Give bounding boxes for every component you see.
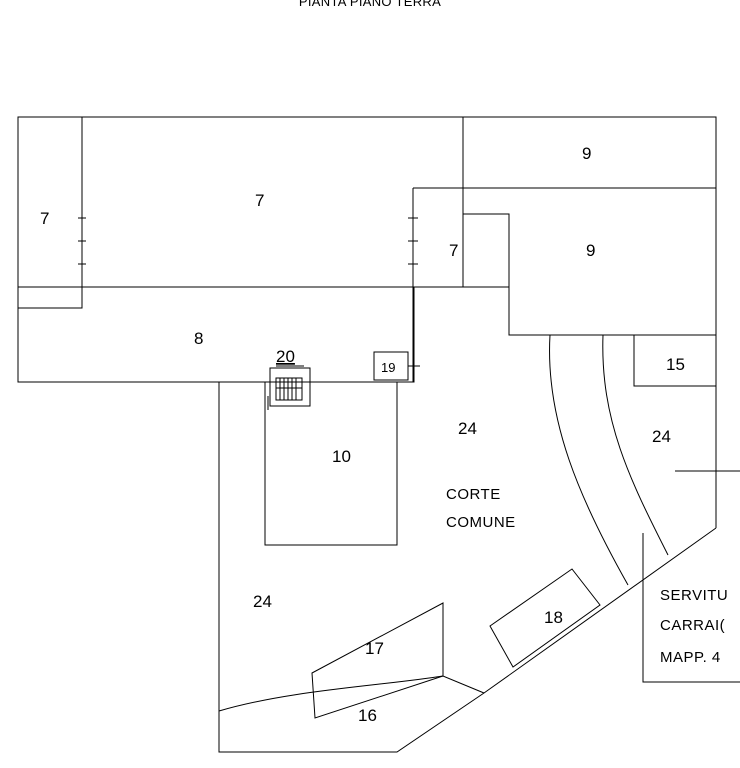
- room-label-20: 20: [276, 347, 295, 366]
- room-label-18: 18: [544, 608, 563, 627]
- walls: [17, 116, 740, 753]
- corte-label-line2: COMUNE: [446, 514, 516, 531]
- room-label-16: 16: [358, 706, 377, 725]
- room-label-7-top: 7: [255, 191, 264, 210]
- room-label-24-center: 24: [458, 419, 477, 438]
- room-7-left-outline: [17, 116, 83, 309]
- stair-icon: [267, 365, 311, 410]
- room-label-24-left: 24: [253, 592, 272, 611]
- room-label-9-mid: 9: [586, 241, 595, 260]
- room-9-mid-outline: [462, 117, 716, 336]
- room-17-outline: [311, 602, 444, 719]
- room-label-24-right: 24: [652, 427, 671, 446]
- room-15-outline: [633, 335, 716, 387]
- room-label-8: 8: [194, 329, 203, 348]
- servitu-label-line1: SERVITU: [660, 587, 728, 604]
- room-label-10: 10: [332, 447, 351, 466]
- room-8-outline: [17, 287, 415, 383]
- room-18-outline: [489, 568, 601, 668]
- servitu-label-line2: CARRAI(: [660, 617, 725, 634]
- driveway-curve-right: [602, 334, 669, 556]
- room-label-15: 15: [666, 355, 685, 374]
- room-16-outline: [218, 675, 485, 712]
- room-label-17: 17: [365, 639, 384, 658]
- servitu-bracket: [642, 533, 740, 683]
- corte-label-line1: CORTE: [446, 486, 501, 503]
- room-label-19: 19: [381, 360, 395, 375]
- room-labels: 7 7 7 9 9 8 20 19 15 10 24 24 24 CORTE C…: [40, 144, 728, 725]
- room-10-outline: [264, 382, 398, 546]
- room-label-9-top: 9: [582, 144, 591, 163]
- courtyard-outline: [218, 382, 717, 753]
- servitu-label-line3: MAPP. 4: [660, 649, 721, 666]
- room-label-7-left: 7: [40, 209, 49, 228]
- room-9-top-outline: [413, 116, 717, 189]
- plan-title: PIANTA PIANO TERRA: [298, 0, 442, 9]
- driveway-curve-left: [549, 334, 629, 586]
- room-label-7-mid: 7: [449, 241, 458, 260]
- room-7-top-outline: [17, 116, 464, 288]
